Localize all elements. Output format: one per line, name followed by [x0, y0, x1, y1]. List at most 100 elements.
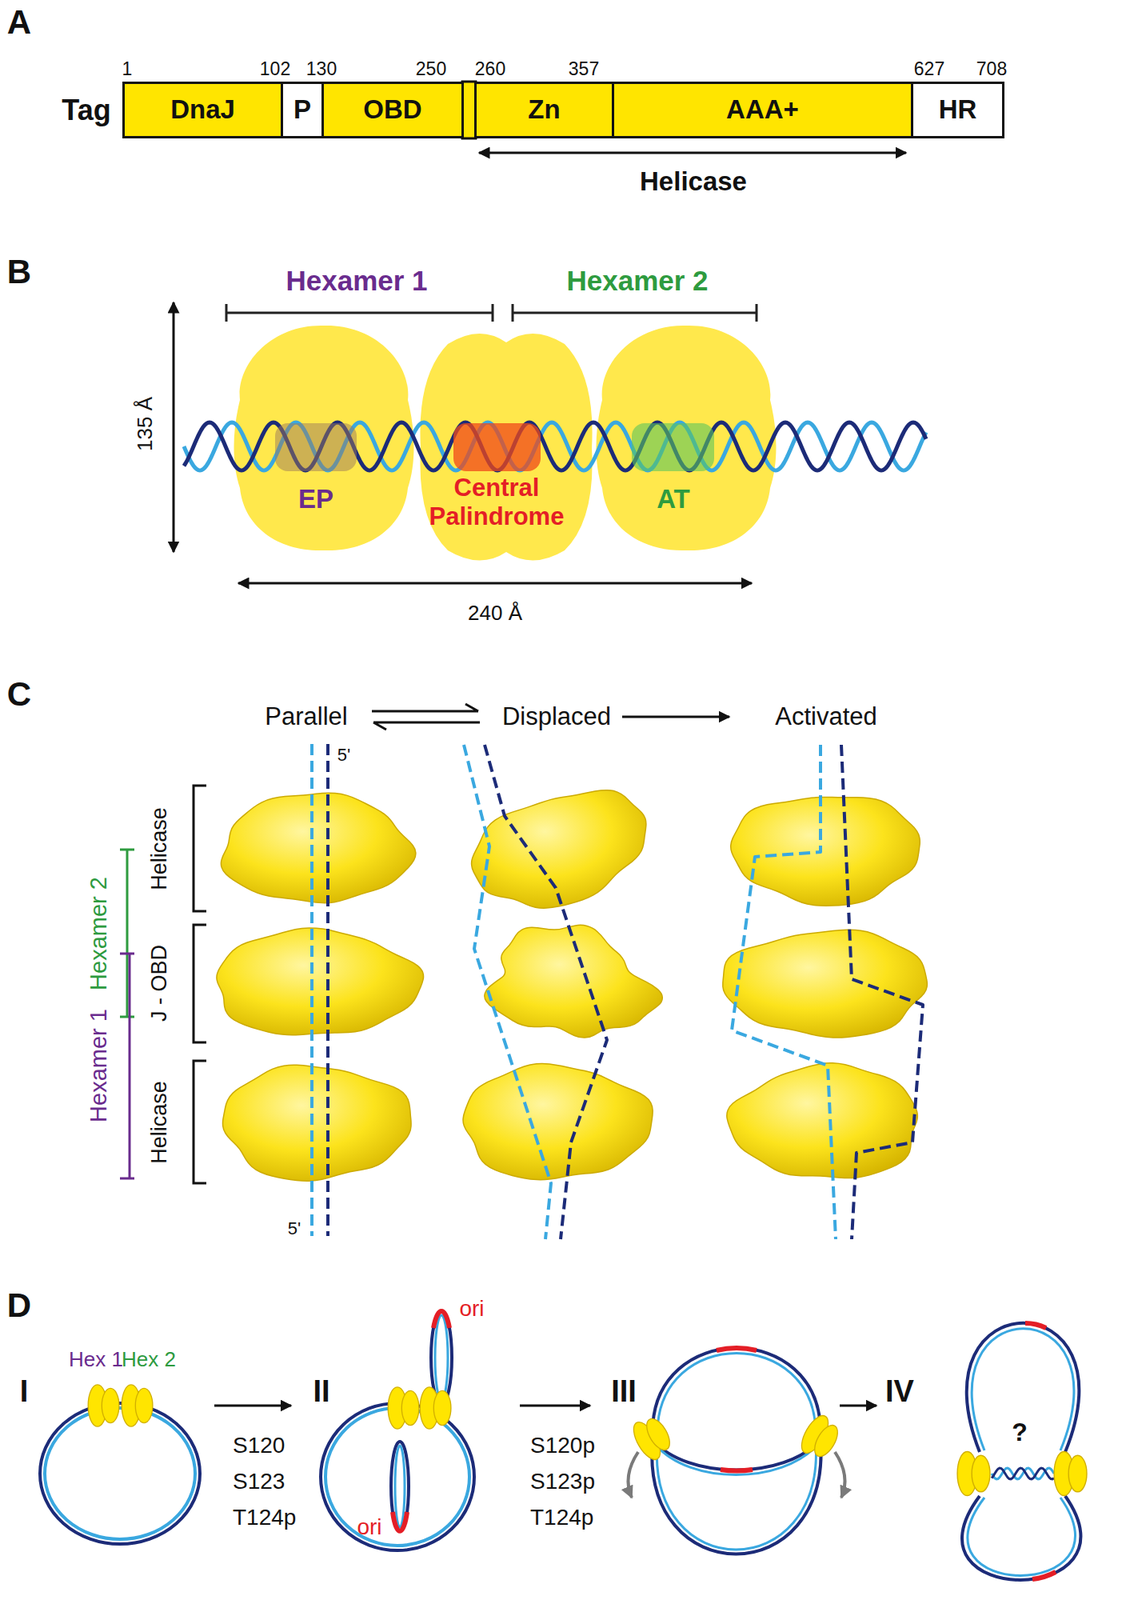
domain-name: Zn: [527, 95, 560, 124]
panel-letter: D: [7, 1285, 32, 1325]
residue-number: 357: [568, 58, 599, 80]
domain-box: AAA+: [611, 81, 914, 139]
residue-number: 102: [259, 58, 291, 80]
domain-box: HR: [910, 81, 1005, 139]
em-density: [220, 792, 416, 903]
panel-letter: A: [7, 3, 32, 42]
stage-number: III: [610, 1373, 637, 1410]
dna-strand: [484, 744, 607, 1239]
site-region: [275, 423, 357, 472]
domain-box: OBD: [321, 81, 464, 139]
hexamer-label: Hexamer 2: [85, 876, 112, 991]
movement-arrow: [628, 1451, 639, 1498]
residue-number: 708: [976, 58, 1007, 80]
site-label: Central Palindrome: [429, 473, 565, 531]
hexamer-icon: [121, 1384, 153, 1426]
hexamer-label: Hex 2: [121, 1347, 176, 1372]
dna-loop: [391, 1441, 409, 1531]
dimension-label: 240 Å: [467, 601, 523, 626]
dna-arc: [971, 1328, 1075, 1450]
equilibrium-arrow: [371, 703, 479, 711]
hexamer-lobe: [1068, 1454, 1087, 1492]
panel-letter: C: [7, 674, 32, 714]
dna-circle: [39, 1402, 200, 1544]
dna-loop: [435, 1314, 448, 1400]
hexamer-icon: [1054, 1450, 1087, 1495]
em-density: [722, 929, 927, 1038]
hexamer-lobe: [401, 1389, 420, 1425]
region-label: Helicase: [639, 166, 747, 197]
dimension-label: 135 Å: [133, 396, 158, 452]
phospho-state: S120p S123p T124p: [530, 1427, 595, 1535]
hexamer-label: Hexamer 2: [566, 264, 708, 297]
origin-mark: [433, 1310, 450, 1328]
dna-circle: [44, 1407, 196, 1539]
hexamer-label: Hexamer 1: [285, 264, 428, 297]
domain-name: P: [293, 95, 312, 124]
dna-loop: [395, 1445, 405, 1527]
stage-number: II: [312, 1373, 330, 1410]
domain-name: OBD: [363, 95, 422, 124]
site-label: EP: [298, 483, 334, 515]
domain-box: DnaJ: [122, 81, 284, 139]
domain-name: AAA+: [726, 95, 799, 124]
hexamer-lobe: [101, 1387, 120, 1422]
origin-mark: [720, 1469, 753, 1471]
strand-end: 5': [337, 744, 351, 765]
bracket: [119, 953, 135, 1178]
origin-label: ori: [459, 1295, 484, 1322]
bracket: [512, 303, 757, 322]
dna-arc: [652, 1439, 821, 1470]
panel-b-art: [173, 302, 927, 583]
state-label: Displaced: [502, 702, 611, 731]
phospho-state: S120 S123 T124p: [232, 1427, 296, 1535]
residue-number: 627: [914, 58, 945, 80]
movement-arrow: [834, 1451, 846, 1498]
step-arrow: [214, 1404, 292, 1407]
site-region: [453, 423, 541, 472]
dna-strand: [183, 422, 927, 471]
hexamer-lobe: [810, 1421, 843, 1460]
em-density: [216, 927, 424, 1035]
dna-strands: [311, 743, 923, 1239]
stage-number: I: [19, 1373, 29, 1410]
dimension-arrow: [172, 302, 176, 552]
hexamer-icon: [796, 1410, 845, 1463]
dna-arc: [967, 1497, 1076, 1576]
dimension-arrow: [238, 582, 752, 585]
question-mark: ?: [1011, 1417, 1028, 1447]
dna-arc: [966, 1322, 1080, 1452]
stage-number: IV: [885, 1373, 915, 1410]
dna-strand: [841, 744, 923, 1239]
state-label: Parallel: [264, 702, 348, 731]
span-arrow: [479, 151, 907, 155]
domain-box: Zn: [474, 81, 615, 139]
bracket: [193, 1060, 207, 1183]
hexamer-lobe: [433, 1389, 452, 1425]
hexamer-icon: [387, 1386, 420, 1429]
equilibrium-arrow: [373, 722, 480, 730]
dna-strand: [326, 743, 330, 1236]
panel-d-art: [39, 1310, 1087, 1580]
origin-label: ori: [356, 1513, 382, 1540]
dna-strand: [731, 744, 836, 1239]
domain-name: HR: [938, 95, 978, 124]
bracket: [119, 849, 135, 1017]
em-density: [471, 790, 647, 909]
origin-mark: [716, 1347, 757, 1350]
origin-mark: [392, 1511, 408, 1531]
residue-number: 130: [306, 58, 337, 80]
domain-box: P: [280, 81, 324, 139]
dna-arc: [657, 1353, 816, 1434]
bracket: [193, 785, 207, 911]
residue-number: 1: [122, 58, 133, 80]
hexamer-label: Hex 1: [68, 1347, 124, 1372]
state-label: Activated: [774, 702, 878, 731]
site-region: [631, 423, 715, 472]
hexamer-lobe: [971, 1454, 991, 1492]
domain-name: DnaJ: [170, 95, 236, 124]
domain-label: Helicase: [147, 806, 172, 891]
bracket: [226, 303, 493, 322]
domain-label: J - OBD: [147, 944, 172, 1022]
